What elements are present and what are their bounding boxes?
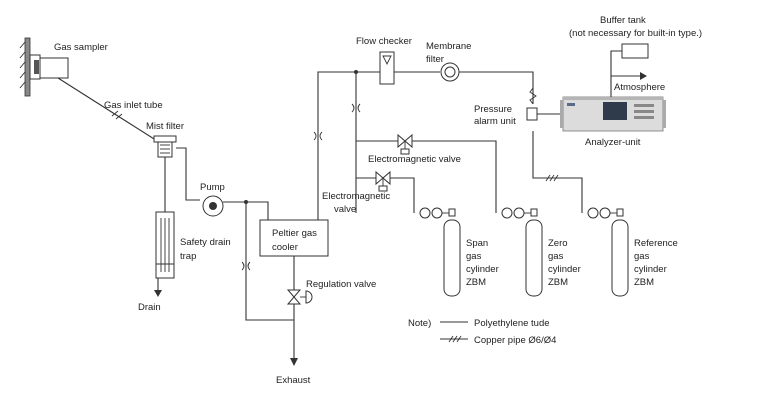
note-polyethylene: Polyethylene tude <box>474 318 550 329</box>
line-reference-gas <box>532 131 583 213</box>
safety-drain-label-2: trap <box>180 251 196 262</box>
buffer-tank-label-2: (not necessary for built-in type.) <box>569 28 702 39</box>
pressure-spring-icon <box>529 87 537 105</box>
reference-label-2: gas <box>634 251 650 262</box>
mist-filter-label: Mist filter <box>146 121 184 132</box>
buffer-tank <box>621 43 649 59</box>
safety-drain-label-1: Safety drain <box>180 237 231 248</box>
pressure-label-2: alarm unit <box>474 116 516 127</box>
safety-drain-trap <box>155 211 175 279</box>
reference-label-3: cylinder <box>634 264 667 275</box>
peltier-label-1: Peltier gas <box>272 228 317 239</box>
electromagnetic-valve-top-label: Electromagnetic valve <box>368 154 461 165</box>
electromagnetic-valve-left-label-1: Electromagnetic <box>322 191 390 202</box>
zero-label-4: ZBM <box>548 277 568 288</box>
exhaust-label: Exhaust <box>276 375 311 386</box>
span-label-1: Span <box>466 238 488 249</box>
zero-label-3: cylinder <box>548 264 581 275</box>
restrictor-bypass <box>241 261 251 271</box>
membrane-label-2: filter <box>426 54 444 65</box>
peltier-gas-cooler <box>259 219 329 257</box>
buffer-tank-label-1: Buffer tank <box>600 15 646 26</box>
analyzer-unit-label: Analyzer-unit <box>585 137 641 148</box>
span-gas-cylinder <box>419 207 461 297</box>
membrane-filter <box>440 62 460 82</box>
note-copper: Copper pipe Ø6/Ø4 <box>474 335 556 346</box>
regulation-valve-icon <box>286 289 313 305</box>
membrane-label-1: Membrane <box>426 41 471 52</box>
regulation-valve-label: Regulation valve <box>306 279 376 290</box>
line-mist-to-pump <box>176 147 200 201</box>
gas-inlet-tube <box>57 77 163 145</box>
zero-label-2: gas <box>548 251 564 262</box>
analyzer-unit <box>560 96 666 132</box>
gas-sampler <box>19 37 69 97</box>
mist-filter <box>153 135 177 158</box>
atmosphere-label: Atmosphere <box>614 82 665 93</box>
exhaust-arrow-icon <box>290 358 298 366</box>
restrictor-calibration <box>351 103 361 113</box>
pressure-alarm-unit <box>526 107 538 121</box>
line-bypass <box>245 202 294 321</box>
drain-arrow-icon <box>154 290 162 297</box>
electromagnetic-valve-left-label-2: valve <box>334 204 356 215</box>
flow-checker <box>379 51 395 85</box>
zero-gas-cylinder <box>501 207 543 297</box>
electromagnetic-valve-top-icon <box>397 133 413 155</box>
atmosphere-arrow-icon <box>640 72 647 80</box>
gas-inlet-tube-label: Gas inlet tube <box>104 100 163 111</box>
pump <box>202 195 224 217</box>
copper-pipe-mark-ref <box>545 174 559 182</box>
line-pump-to-peltier <box>223 201 269 220</box>
electromagnetic-valve-left-icon <box>375 170 391 192</box>
restrictor-peltier <box>313 131 323 141</box>
reference-label-1: Reference <box>634 238 678 249</box>
flow-checker-label: Flow checker <box>356 36 412 47</box>
reference-label-4: ZBM <box>634 277 654 288</box>
span-label-2: gas <box>466 251 482 262</box>
pressure-label-1: Pressure <box>474 104 512 115</box>
span-label-4: ZBM <box>466 277 486 288</box>
line-membrane-to-analyzer <box>459 71 534 104</box>
reference-gas-cylinder <box>587 207 629 297</box>
line-span-gas <box>356 177 415 213</box>
junction-dot-top <box>354 70 358 74</box>
line-buffer-to-analyzer <box>610 50 622 97</box>
zero-label-1: Zero <box>548 238 568 249</box>
gas-sampler-label: Gas sampler <box>54 42 108 53</box>
span-label-3: cylinder <box>466 264 499 275</box>
note-title: Note) <box>408 318 431 329</box>
line-peltier-to-flow-checker <box>317 71 386 220</box>
pump-label: Pump <box>200 182 225 193</box>
peltier-label-2: cooler <box>272 242 298 253</box>
drain-label: Drain <box>138 302 161 313</box>
legend: Note) Polyethylene tude Copper pipe Ø6/Ø… <box>408 318 556 346</box>
copper-pipe-mark-inlet <box>111 110 123 120</box>
